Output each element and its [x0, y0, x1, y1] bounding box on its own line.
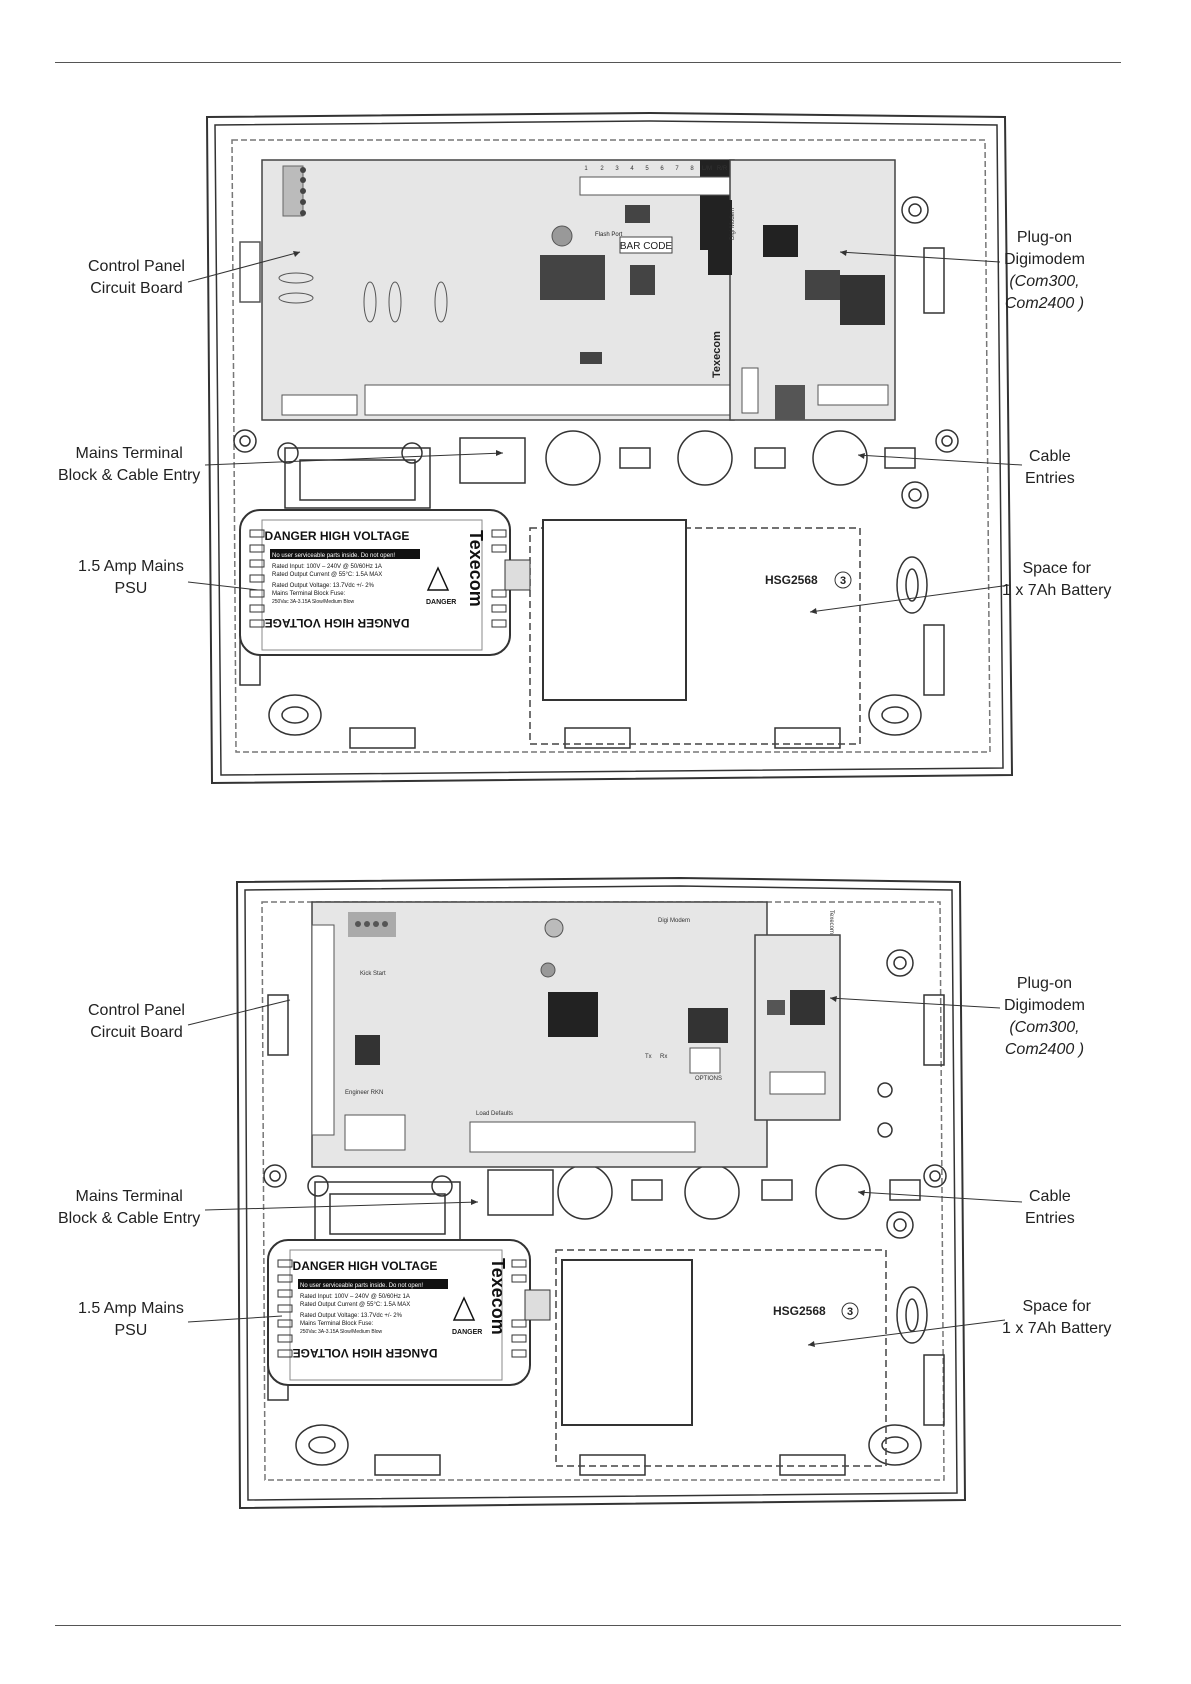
figure-bottom: OPTIONS Tx Rx Kick Start Load Defaults E…: [0, 860, 1191, 1520]
zone-3: 3: [615, 166, 619, 172]
high-voltage-icon-2: [452, 1296, 476, 1321]
kick-start-label: Kick Start: [360, 971, 386, 977]
psu-rated-output-voltage: Rated Output Voltage: 13.7Vdc +/- 2%: [272, 583, 375, 589]
psu-danger-warn: DANGER: [426, 599, 456, 606]
psu-fuse-value: 250Vac 3A-3.15A Slow/Medium Blow: [272, 599, 355, 605]
zone-2: 2: [600, 166, 604, 172]
psu-danger-warn-2: DANGER: [452, 1329, 482, 1336]
psu-fuse-value-2: 250Vac 3A-3.15A Slow/Medium Blow: [300, 1329, 383, 1335]
load-defaults-label: Load Defaults: [476, 1111, 513, 1117]
zone-lm: L/M: [702, 166, 712, 172]
battery-model-label-2: HSG2568: [773, 1304, 826, 1318]
label-mains-terminal-bottom: Mains Terminal Block & Cable Entry: [58, 1188, 201, 1227]
leader-lines-bottom: [187, 997, 1023, 1346]
digi-modem-label-bottom: Digi Modem: [658, 918, 690, 924]
label-cable-entries-top: Cable Entries: [1025, 448, 1075, 487]
psu-mains-fuse-2: Mains Terminal Block Fuse:: [300, 1321, 374, 1327]
engineer-label: Engineer RKN: [345, 1090, 383, 1096]
zone-6: 6: [660, 166, 664, 172]
zone-4: 4: [630, 166, 634, 172]
options-label: OPTIONS: [695, 1076, 722, 1082]
board-texecom-label: Texecom: [711, 331, 723, 378]
psu-mains-fuse: Mains Terminal Block Fuse:: [272, 591, 346, 597]
control-panel-board: BAR CODE Flash Port Texecom 1 2 3 4 5 6 …: [261, 159, 735, 421]
bar-code-label: BAR CODE: [620, 241, 673, 252]
psu-brand-label-2: Texecom: [488, 1258, 508, 1335]
psu-rated-input: Rated Input: 100V – 240V @ 50/60Hz 1A: [272, 564, 382, 570]
psu-rated-output-current-2: Rated Output Current @ 55°C: 1.5A MAX: [300, 1302, 410, 1308]
label-cable-entries-bottom: Cable Entries: [1025, 1188, 1075, 1227]
psu-danger-bottom: DANGER HIGH VOLTAGE: [265, 616, 410, 630]
tx-label: Tx: [645, 1054, 652, 1060]
label-psu-top: 1.5 Amp Mains PSU: [78, 558, 184, 597]
zone-rr: R/R: [717, 166, 728, 172]
label-battery-space-bottom: Space for 1 x 7Ah Battery: [1002, 1298, 1112, 1337]
flash-port-label: Flash Port: [595, 232, 623, 238]
high-voltage-icon: [426, 566, 450, 591]
digi-modem-label: Digi Modem: [730, 208, 736, 240]
figure-top: BAR CODE Flash Port Texecom 1 2 3 4 5 6 …: [0, 0, 1191, 800]
psu-danger-bottom-2: DANGER HIGH VOLTAGE: [293, 1346, 438, 1360]
psu-danger-top: DANGER HIGH VOLTAGE: [265, 529, 410, 543]
zone-1: 1: [584, 166, 588, 172]
leader-lines-top: [187, 251, 1023, 613]
enclosure-diagram-bottom: OPTIONS Tx Rx Kick Start Load Defaults E…: [187, 876, 1023, 1510]
battery-model-label: HSG2568: [765, 573, 818, 587]
psu-no-user: No user serviceable parts inside. Do not…: [272, 553, 395, 559]
zone-5: 5: [645, 166, 649, 172]
bottom-rule: [55, 1625, 1121, 1626]
psu-top: DANGER HIGH VOLTAGE DANGER HIGH VOLTAGE …: [239, 509, 531, 656]
enclosure-diagram-top: BAR CODE Flash Port Texecom 1 2 3 4 5 6 …: [187, 111, 1023, 785]
psu-rated-input-2: Rated Input: 100V – 240V @ 50/60Hz 1A: [300, 1294, 410, 1300]
label-digimodem-top: Plug-on Digimodem (Com300, Com2400 ): [1004, 229, 1085, 312]
battery-num-label: 3: [840, 575, 846, 587]
battery-num-label-2: 3: [847, 1306, 853, 1318]
control-panel-board-bottom: OPTIONS Tx Rx Kick Start Load Defaults E…: [311, 901, 768, 1168]
zone-7: 7: [675, 166, 679, 172]
psu-rated-output-current: Rated Output Current @ 55°C: 1.5A MAX: [272, 572, 382, 578]
label-control-panel-top: Control Panel Circuit Board: [88, 258, 185, 297]
psu-no-user-2: No user serviceable parts inside. Do not…: [300, 1283, 423, 1289]
digimodem-board-bottom: Texecom: [754, 910, 841, 1121]
zone-8: 8: [690, 166, 694, 172]
label-mains-terminal-top: Mains Terminal Block & Cable Entry: [58, 445, 201, 484]
psu-rated-output-voltage-2: Rated Output Voltage: 13.7Vdc +/- 2%: [300, 1313, 403, 1319]
digimodem-board-top: Digi Modem: [708, 159, 896, 421]
psu-danger-top-2: DANGER HIGH VOLTAGE: [293, 1259, 438, 1273]
psu-bottom: DANGER HIGH VOLTAGE DANGER HIGH VOLTAGE …: [267, 1239, 551, 1386]
label-psu-bottom: 1.5 Amp Mains PSU: [78, 1300, 184, 1339]
label-digimodem-bottom: Plug-on Digimodem (Com300, Com2400 ): [1004, 975, 1085, 1058]
label-battery-space-top: Space for 1 x 7Ah Battery: [1002, 560, 1112, 599]
rx-label: Rx: [660, 1054, 667, 1060]
modem-texecom-label: Texecom: [828, 910, 834, 934]
label-control-panel-bottom: Control Panel Circuit Board: [88, 1002, 185, 1041]
psu-brand-label: Texecom: [466, 530, 486, 607]
top-rule: [55, 62, 1121, 63]
